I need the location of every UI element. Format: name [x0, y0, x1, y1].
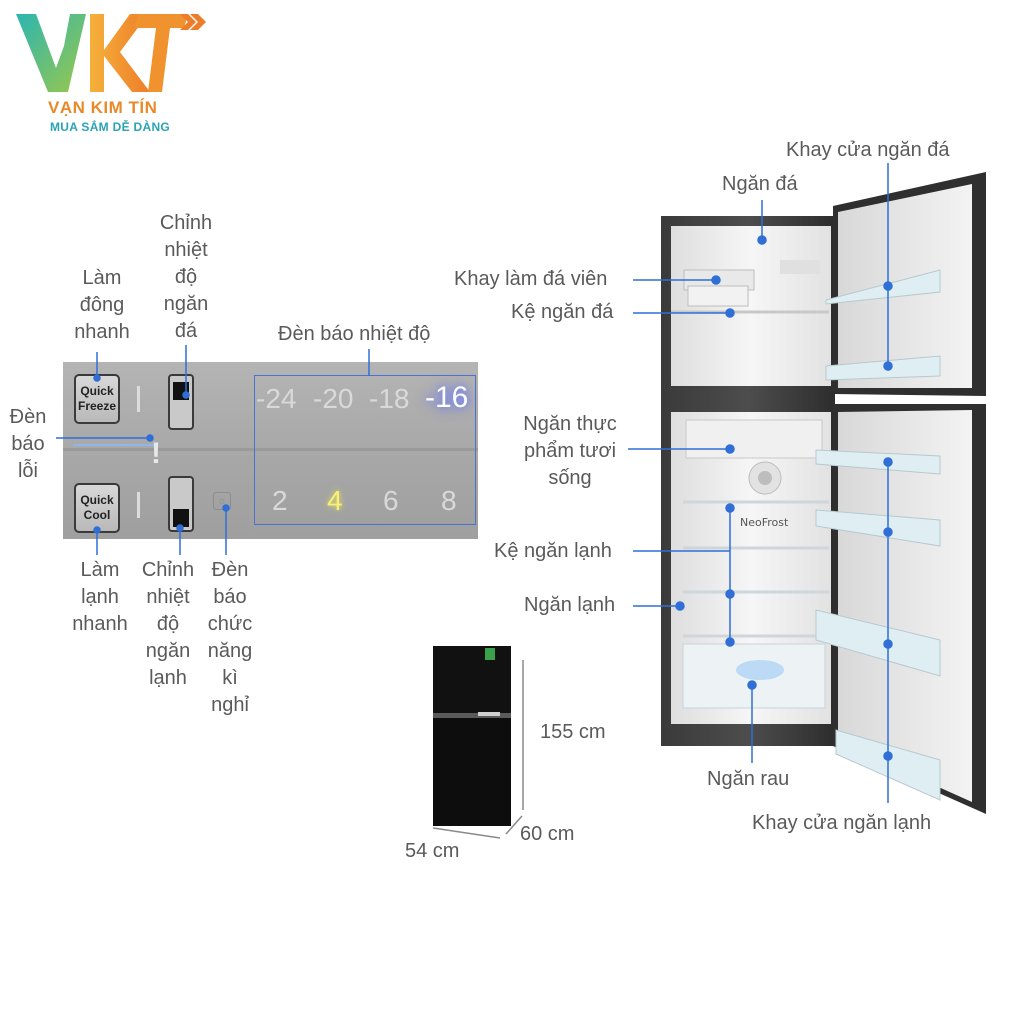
- freezer-temp-1: -20: [313, 383, 354, 414]
- height-dimension: 155 cm: [540, 721, 606, 743]
- panel-blue-line: [73, 444, 157, 446]
- quick-freeze-label: Quick Freeze: [77, 384, 117, 413]
- freezer-label: Ngăn đá: [722, 173, 798, 195]
- small-fridge-image: [433, 646, 511, 826]
- logo-brand: VẠN KIM TÍN: [48, 98, 158, 117]
- fridge-temp-0: 2: [272, 485, 288, 516]
- fridge-temp-2: 6: [383, 485, 399, 516]
- quick-freeze-button[interactable]: Quick Freeze: [74, 374, 120, 424]
- freezer-shelf-label: Kệ ngăn đá: [511, 301, 614, 323]
- fridge-temp-slider[interactable]: [168, 476, 194, 532]
- panel-tick: [137, 386, 140, 412]
- fridge-label: Ngăn lạnh: [524, 594, 616, 616]
- freezer-temp-0: -24: [256, 383, 297, 414]
- temp-indicator-annotation: Đèn báo nhiệt độ: [278, 323, 431, 345]
- fridge-adjust-annotation: Chỉnh nhiệt độ ngăn lạnh: [141, 559, 195, 689]
- quick-cool-button[interactable]: Quick Cool: [74, 483, 120, 533]
- quick-cool-label: Quick Cool: [80, 493, 114, 522]
- control-panel: [63, 362, 478, 539]
- temperature-indicator-box: [254, 375, 476, 525]
- fresh-food-label: Ngăn thực phẩm tươi sống: [523, 413, 617, 489]
- fridge-slider-knob[interactable]: [173, 509, 189, 527]
- freezer-temp-2: -18: [369, 383, 410, 414]
- fridge-shelf-label: Kệ ngăn lạnh: [494, 540, 612, 562]
- freezer-adjust-annotation: Chỉnh nhiệt độ ngăn đá: [159, 212, 213, 342]
- logo-mark-icon: [16, 14, 206, 92]
- fridge-temp-3: 8: [441, 485, 457, 516]
- fridge-temp-selected: 4: [327, 485, 343, 516]
- error-warning-icon: !: [151, 437, 161, 470]
- fridge-door-tray-label: Khay cửa ngăn lạnh: [752, 812, 932, 834]
- depth-dimension: 60 cm: [520, 823, 575, 845]
- quick-cool-annotation: Làm lạnh nhanh: [72, 559, 128, 635]
- vegetable-drawer-label: Ngăn rau: [707, 768, 790, 790]
- freezer-door-tray-label: Khay cửa ngăn đá: [786, 139, 950, 161]
- freezer-temp-selected: -16: [425, 381, 469, 414]
- freezer-temp-slider[interactable]: [168, 374, 194, 430]
- holiday-light-annotation: Đèn báo chức năng kì nghỉ: [207, 559, 253, 716]
- quick-freeze-annotation: Làm đông nhanh: [74, 267, 130, 343]
- error-light-annotation: Đèn báo lỗi: [9, 406, 47, 482]
- panel-tick: [137, 492, 140, 518]
- logo-slogan: MUA SẮM DỄ DÀNG: [50, 120, 171, 134]
- width-dimension: 54 cm: [405, 840, 460, 862]
- panel-divider: [63, 448, 478, 451]
- ice-tray-label: Khay làm đá viên: [454, 268, 608, 290]
- holiday-icon: ☼: [213, 492, 231, 510]
- neofrost-text: NeoFrost: [740, 516, 789, 529]
